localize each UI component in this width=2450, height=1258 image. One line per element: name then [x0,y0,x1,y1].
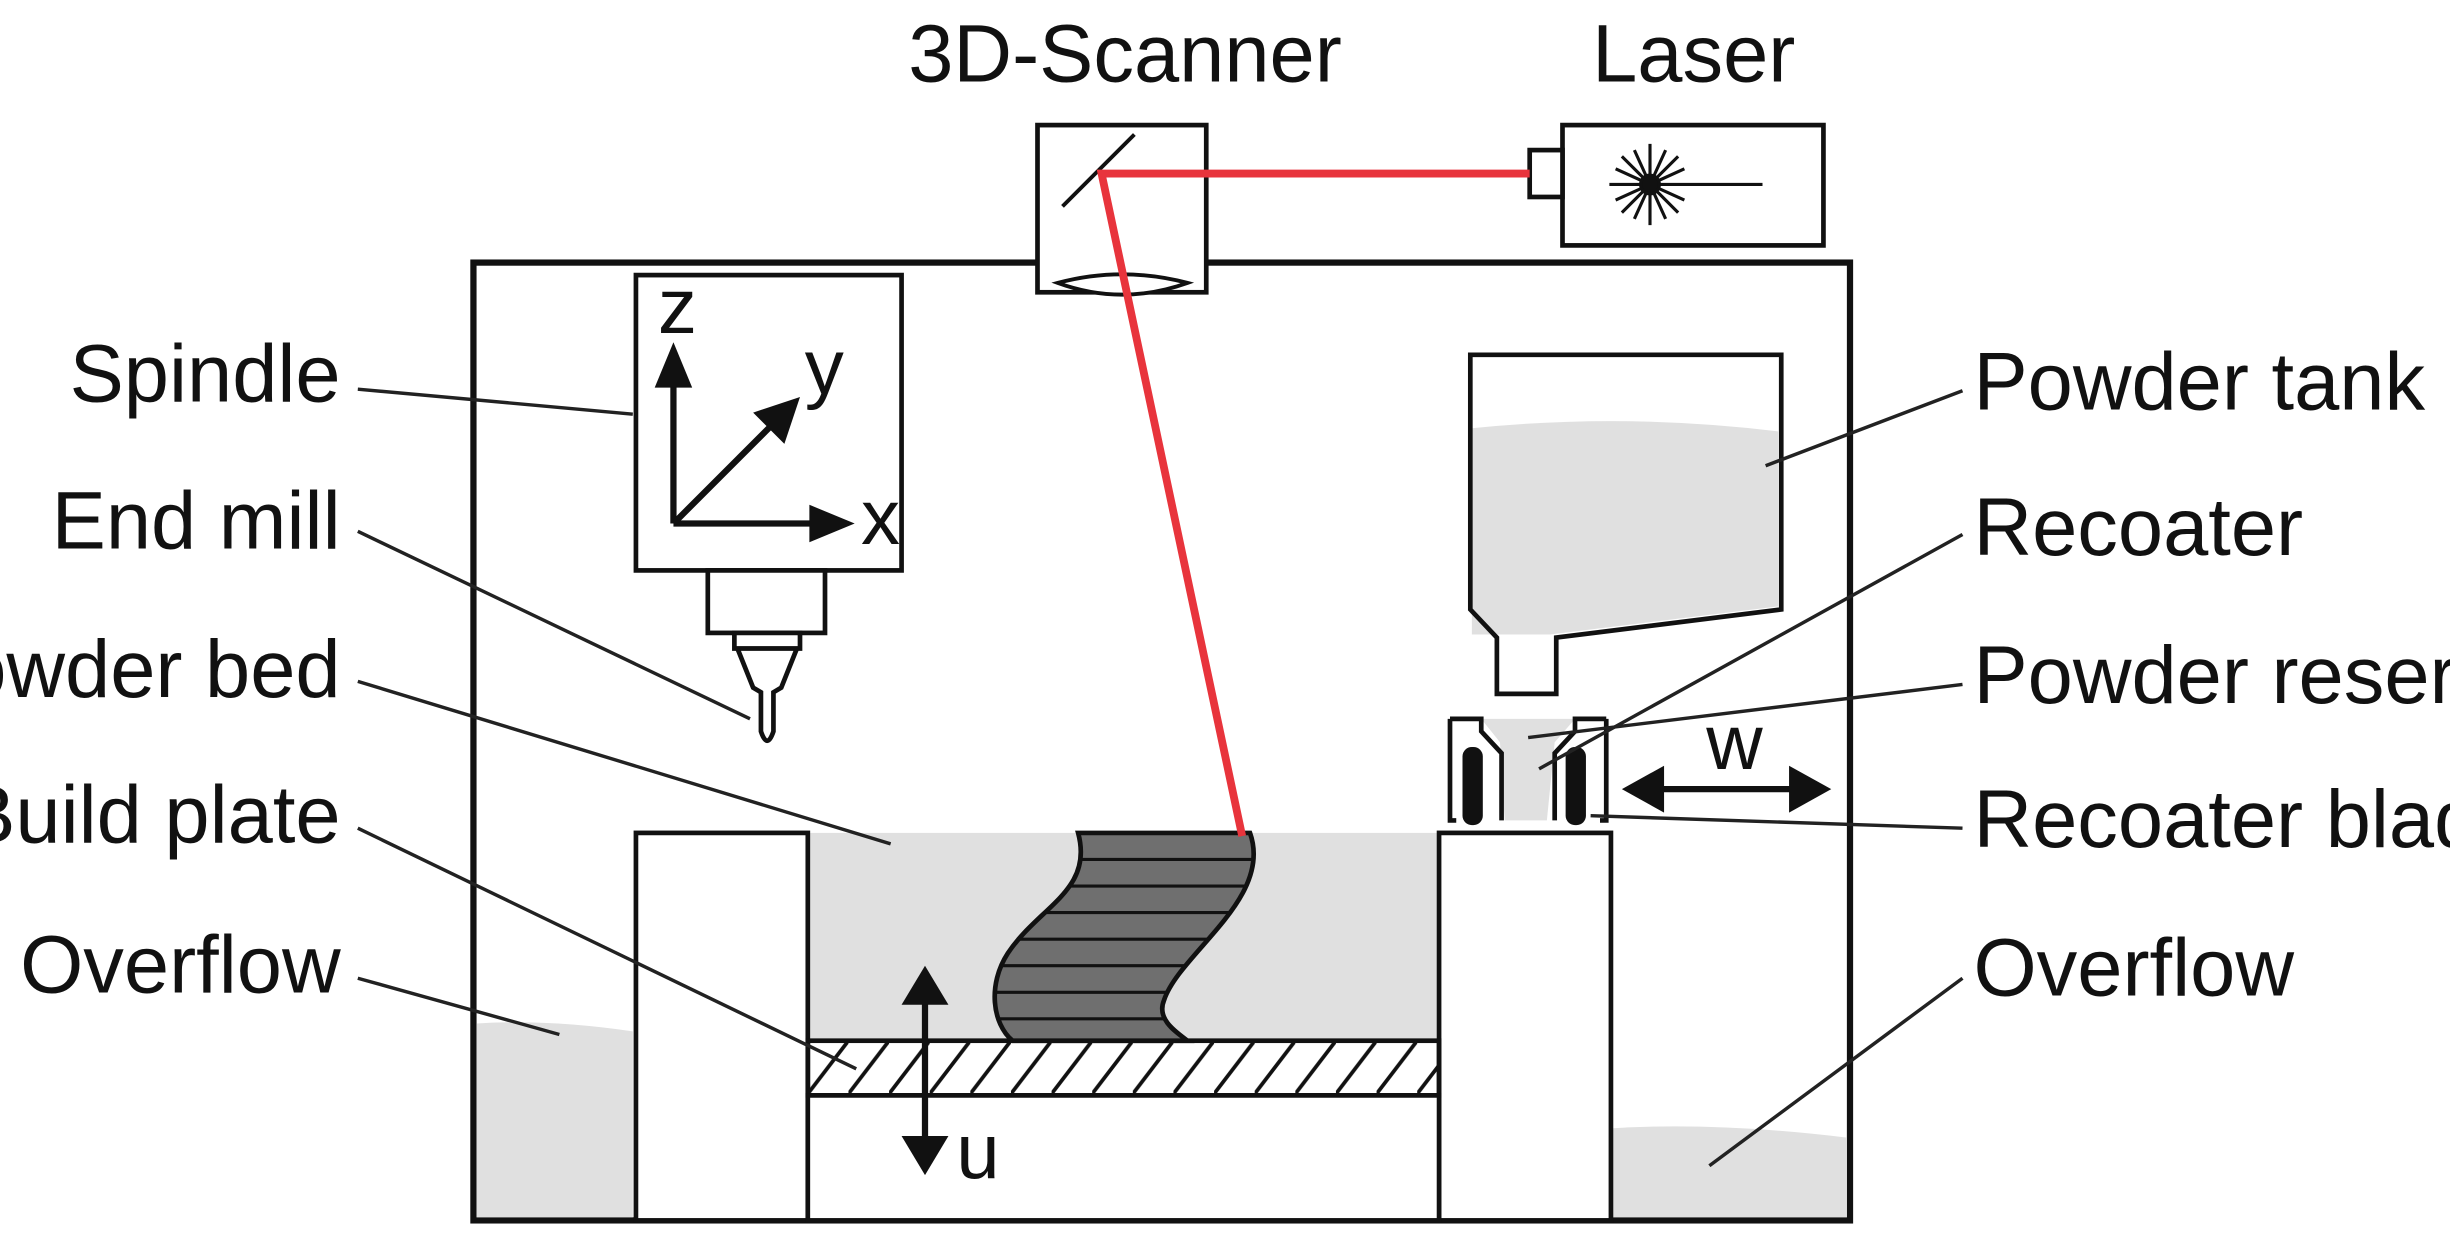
w-axis-arrow [1621,765,1832,813]
u-axis-arrow [901,965,949,1176]
label-build-plate: Build plate [0,769,341,860]
label-overflow-left: Overflow [20,919,341,1010]
label-overflow-right: Overflow [1973,922,2294,1013]
label-recoater-blade: Recoater blade [1973,774,2450,865]
u-axis-label: u [956,1107,999,1195]
z-axis-label: z [658,262,697,350]
spindle-collar [705,568,828,636]
laser-beam [1096,169,1530,837]
overflow-right-powder [1612,1126,1847,1218]
recoater-blade-left [1462,746,1483,826]
label-recoater: Recoater [1973,482,2303,573]
label-powder-reservoir: Powder reservoir [1973,630,2450,721]
powder-tank [1467,352,1784,697]
right-wall [1436,830,1614,1223]
end-mill-tool [734,646,801,744]
label-spindle: Spindle [70,329,341,420]
y-axis-label: y [805,323,844,411]
label-scanner: 3D-Scanner [908,8,1342,99]
label-end-mill: End mill [52,476,341,567]
recoater-body [1447,716,1609,823]
label-powder-tank: Powder tank [1973,336,2425,427]
leader-lines [357,387,1964,1168]
overflow-left-powder [476,1022,633,1218]
recoater-powder [1481,718,1575,821]
left-wall [633,830,811,1223]
build-piston [805,1093,1442,1223]
spindle-axes-icon [654,342,855,543]
build-plate [805,1038,1442,1098]
recoater-blade-right [1565,746,1586,826]
laser-emitter [1527,147,1565,200]
label-powder-bed: Powder bed [0,624,341,715]
laser-burst-icon [1609,143,1763,226]
label-laser: Laser [1592,8,1795,99]
x-axis-label: x [861,473,900,561]
scanner-box [1035,122,1209,295]
powder-tank-powder [1471,421,1779,635]
